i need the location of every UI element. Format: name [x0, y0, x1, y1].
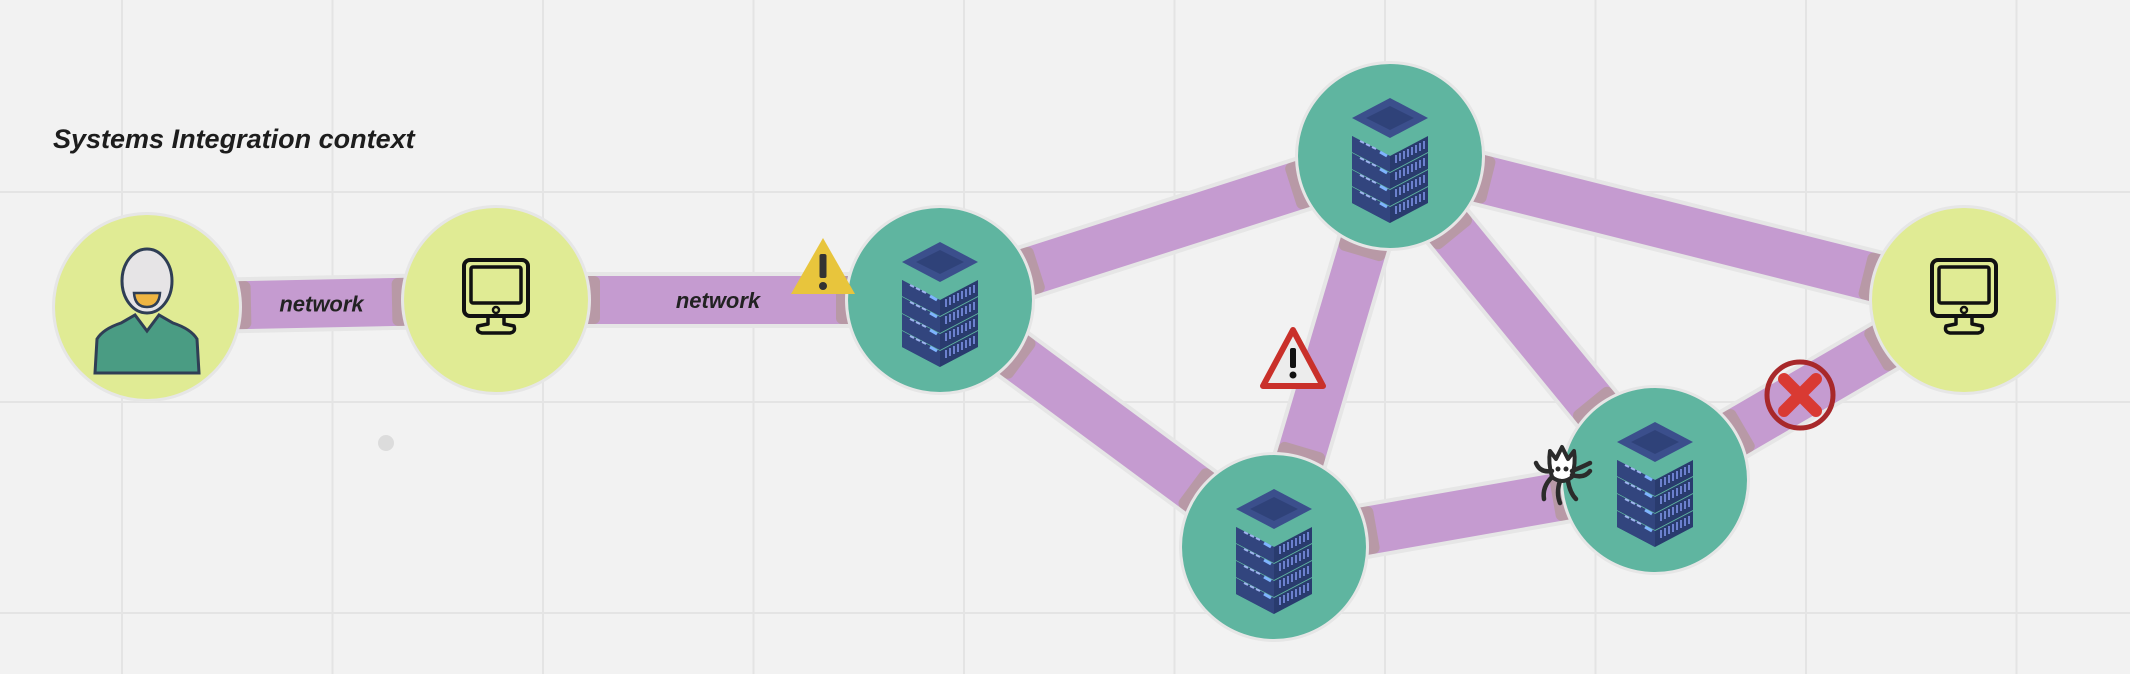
node-remote-workstation[interactable]	[1869, 205, 2059, 395]
server-stack-icon	[902, 242, 978, 367]
warning-icon[interactable]	[791, 238, 855, 294]
node-server-b[interactable]	[1295, 61, 1485, 251]
node-workstation[interactable]	[401, 205, 591, 395]
monitor-icon	[462, 258, 530, 335]
error-x-icon[interactable]	[1764, 359, 1836, 431]
server-stack-icon	[1617, 422, 1693, 547]
node-circle	[404, 208, 588, 392]
edge-labels-layer: network network	[279, 288, 762, 317]
stray-dot[interactable]	[378, 435, 394, 451]
edge-label: network	[279, 292, 365, 317]
edge-label: network	[676, 288, 762, 313]
node-circle	[1872, 208, 2056, 392]
server-stack-icon	[1236, 489, 1312, 614]
server-stack-icon	[1352, 98, 1428, 223]
monitor-icon	[1930, 258, 1998, 335]
person-icon	[93, 247, 201, 375]
diagram-title[interactable]: Systems Integration context	[53, 124, 415, 154]
bug-icon[interactable]	[1533, 445, 1593, 506]
edge-band	[1384, 132, 1970, 324]
node-server-a[interactable]	[845, 205, 1035, 395]
alert-triangle-icon[interactable]	[1260, 327, 1326, 389]
node-user[interactable]	[52, 212, 242, 402]
markers-layer	[791, 238, 1836, 506]
node-server-c[interactable]	[1179, 452, 1369, 642]
nodes-layer	[52, 61, 2059, 642]
node-server-d[interactable]	[1560, 385, 1750, 575]
